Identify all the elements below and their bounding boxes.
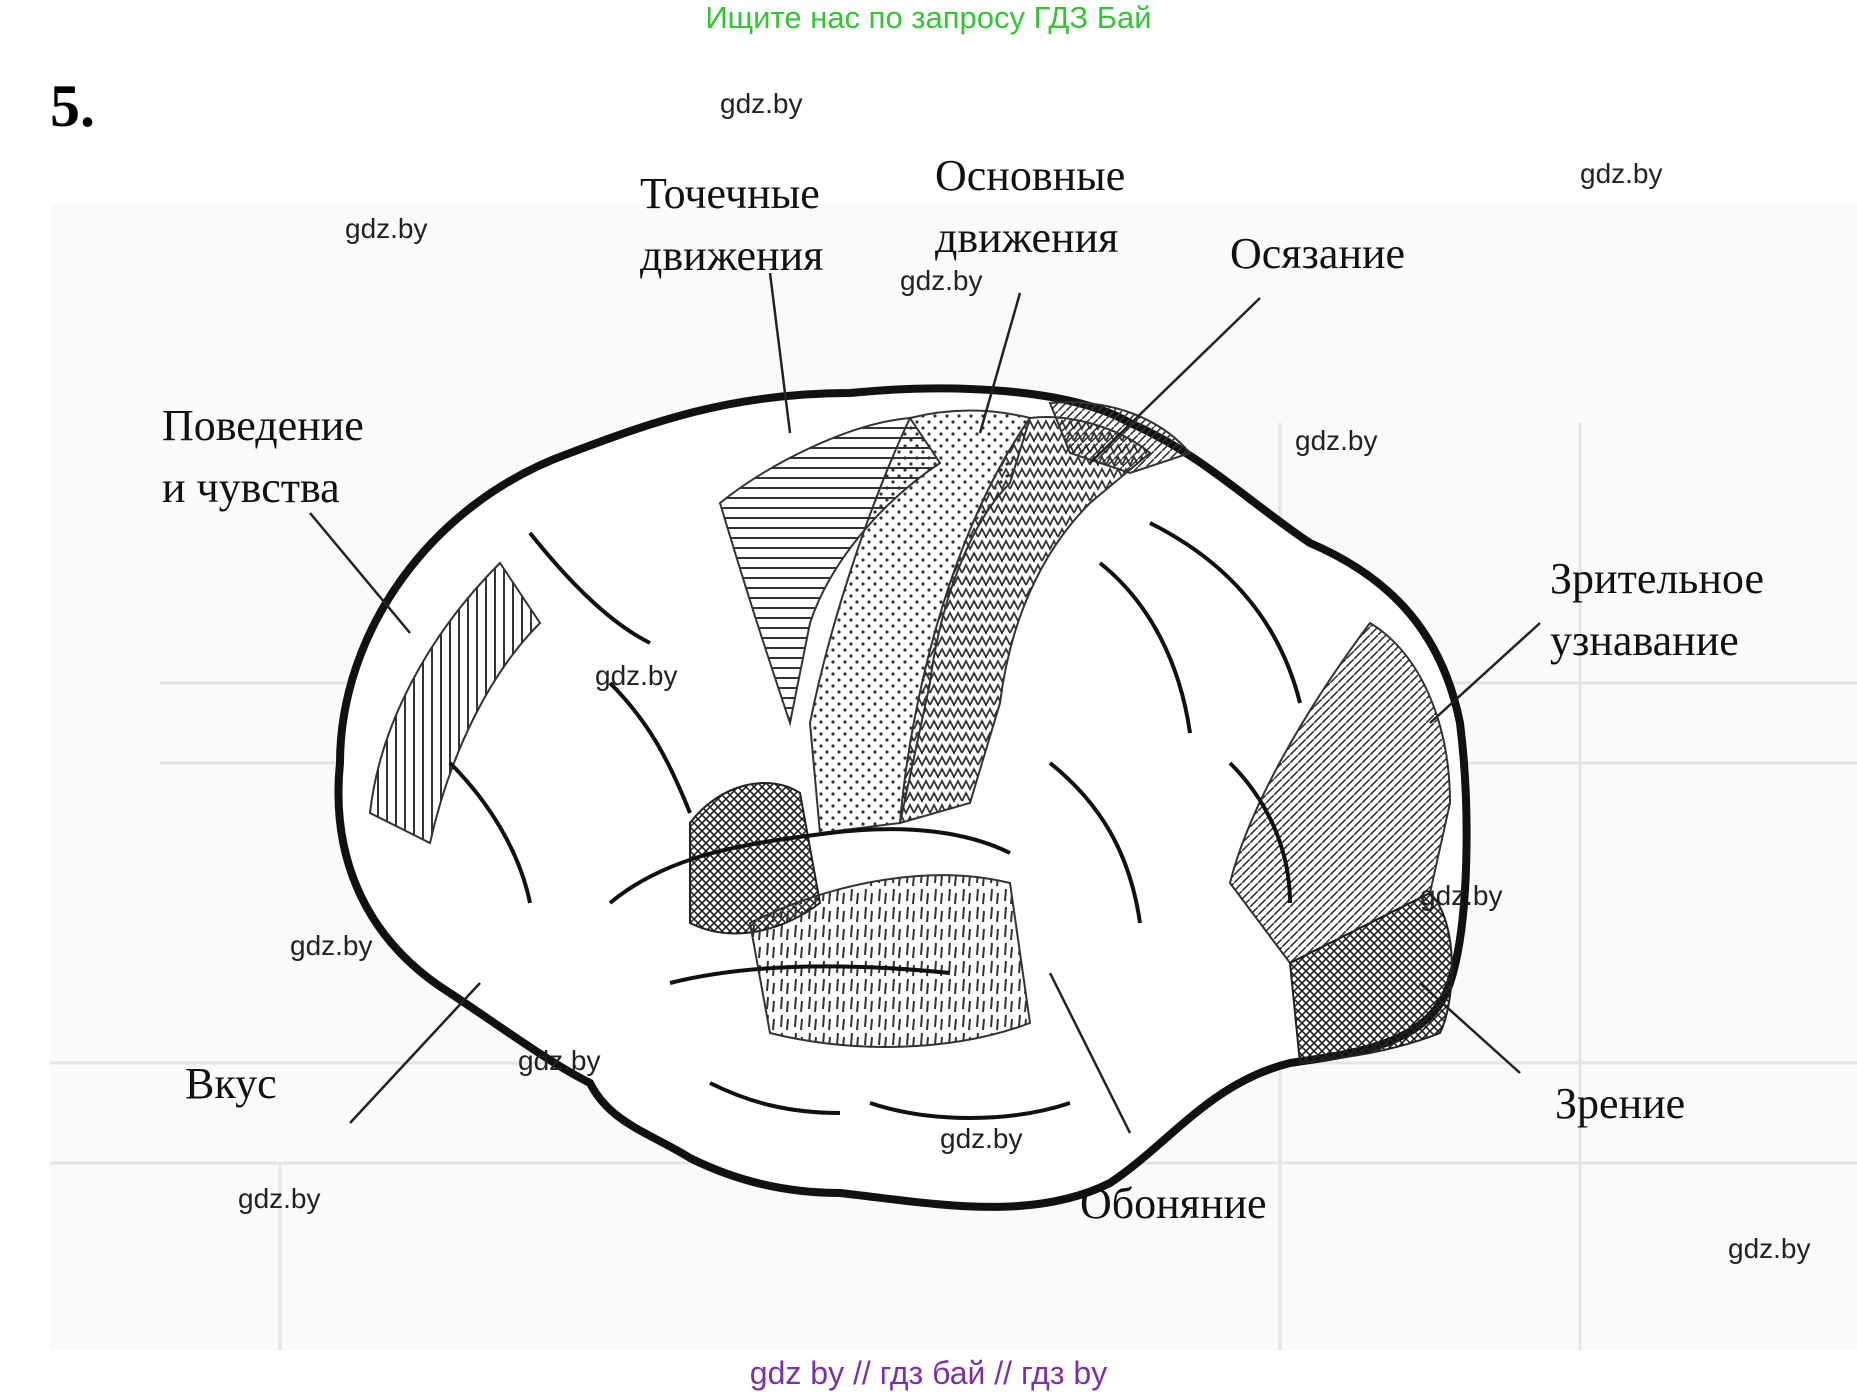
- label-vision: Зрение: [1555, 1073, 1685, 1135]
- label-taste: Вкус: [185, 1053, 277, 1115]
- watermark: gdz.by: [290, 930, 373, 961]
- pointer-basic-movements: [978, 292, 1022, 434]
- label-basic-movements-line1: Основные: [935, 151, 1126, 200]
- label-touch: Осязание: [1230, 223, 1405, 285]
- area-vision-dark: [1288, 891, 1453, 1065]
- brain-diagram-svg: [50, 272, 1857, 1350]
- label-smell: Обоняние: [1080, 1173, 1267, 1235]
- label-behavior-line2: и чувства: [162, 463, 340, 512]
- label-taste-line1: Вкус: [185, 1059, 277, 1108]
- watermark: gdz.by: [238, 1183, 321, 1214]
- pointer-visual-recognition: [1429, 622, 1541, 724]
- watermark: gdz.by: [1728, 1233, 1811, 1264]
- area-temporal-hearing: [748, 874, 1032, 1048]
- task-number: 5.: [50, 73, 95, 139]
- watermark: gdz.by: [900, 265, 983, 296]
- pointer-touch: [1089, 297, 1261, 464]
- label-fine-movements-line2: движения: [640, 231, 824, 280]
- label-behavior: Поведение и чувства: [162, 395, 364, 519]
- pointer-taste: [349, 982, 481, 1124]
- label-visual-recognition: Зрительное узнавание: [1550, 548, 1764, 672]
- brain-gyri-lines: [448, 521, 1302, 1120]
- watermark: gdz.by: [1295, 425, 1378, 456]
- pointer-fine-movements: [768, 272, 792, 434]
- label-visual-recognition-line2: узнавание: [1550, 616, 1739, 665]
- label-behavior-line1: Поведение: [162, 401, 364, 450]
- brain-diagram-figure: Поведение и чувства Точечные движения Ос…: [50, 151, 1857, 1350]
- label-smell-line1: Обоняние: [1080, 1179, 1267, 1228]
- watermark: gdz.by: [940, 1123, 1023, 1154]
- area-touch-top: [1048, 401, 1192, 475]
- label-fine-movements-line1: Точечные: [640, 169, 820, 218]
- watermark: gdz.by: [345, 213, 428, 244]
- watermark: gdz.by: [720, 88, 803, 119]
- pointer-smell: [1048, 972, 1132, 1134]
- watermark: gdz.by: [1420, 880, 1503, 911]
- label-basic-movements: Основные движения: [935, 145, 1125, 269]
- watermark: gdz.by: [518, 1045, 601, 1076]
- watermark: gdz.by: [595, 660, 678, 691]
- pointer-behavior: [309, 512, 411, 634]
- label-fine-movements: Точечные движения: [640, 163, 823, 287]
- label-basic-movements-line2: движения: [935, 213, 1119, 262]
- label-touch-line1: Осязание: [1230, 229, 1406, 278]
- footer-watermark: gdz by // гдз бай // гдз by: [749, 1355, 1108, 1391]
- label-vision-line1: Зрение: [1555, 1079, 1686, 1128]
- label-pointer-lines: [309, 272, 1541, 1134]
- pointer-vision: [1419, 982, 1521, 1074]
- promo-header: Ищите нас по запросу ГДЗ Бай: [705, 0, 1152, 35]
- watermark: gdz.by: [1580, 158, 1663, 189]
- area-visual-recognition: [1228, 621, 1452, 965]
- label-visual-recognition-line1: Зрительное: [1550, 554, 1764, 603]
